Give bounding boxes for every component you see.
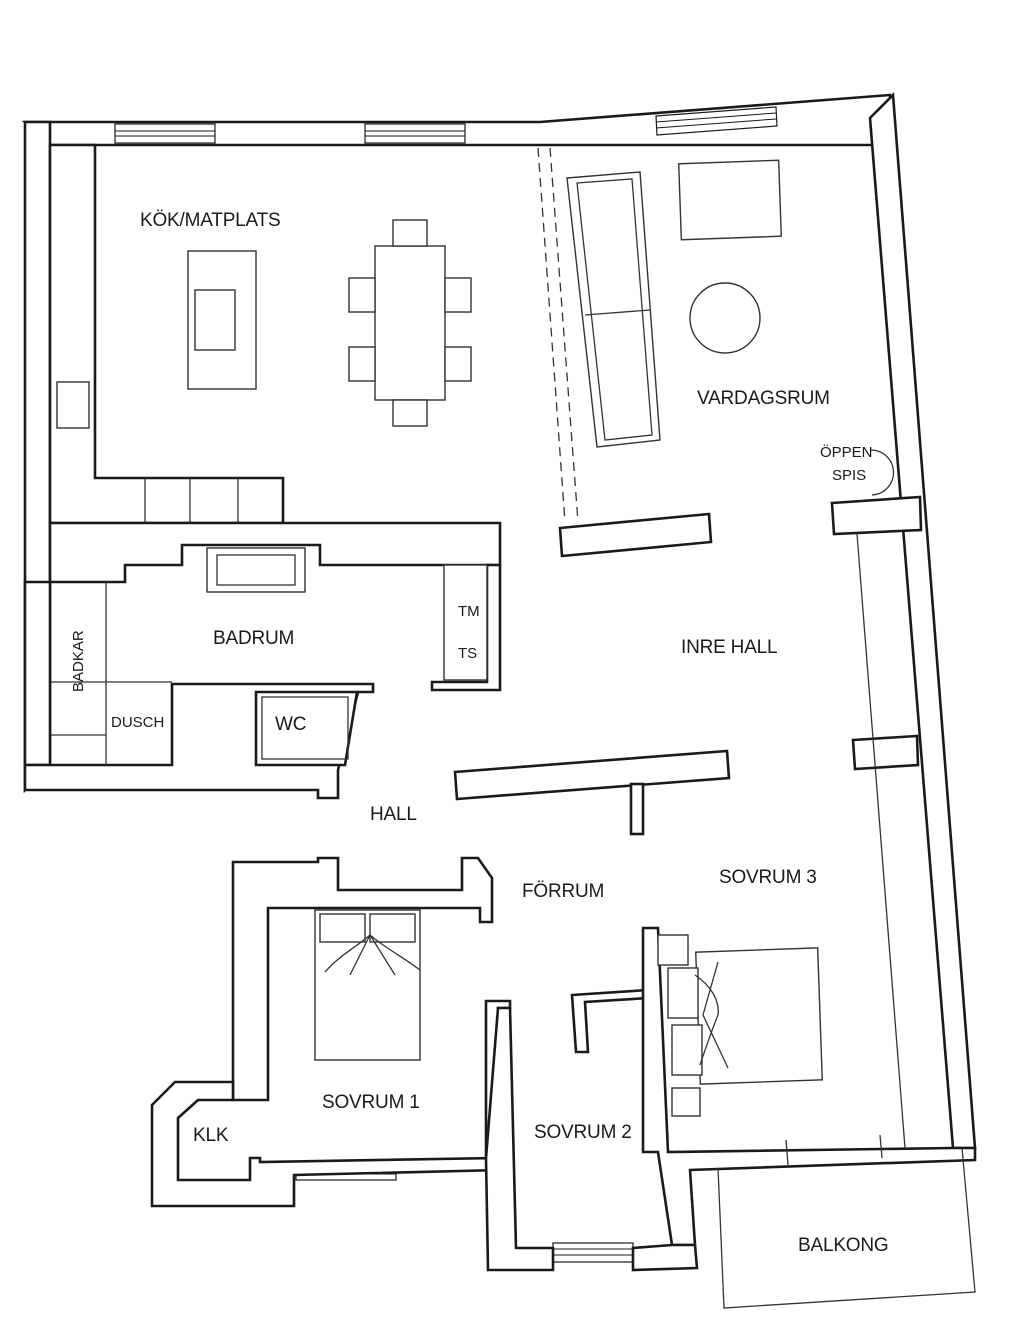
living-room-area: VARDAGSRUM ÖPPEN SPIS — [537, 147, 895, 523]
pillow — [671, 1024, 703, 1076]
chair — [392, 219, 428, 247]
room-label-hall: HALL — [370, 804, 417, 825]
balcony: BALKONG — [717, 1134, 976, 1309]
nightstand — [657, 934, 689, 966]
room-label-sovrum3: SOVRUM 3 — [719, 867, 817, 888]
dining-table — [374, 245, 446, 401]
room-label-sovrum2: SOVRUM 2 — [534, 1122, 632, 1143]
bedroom3-furniture: SOVRUM 3 — [657, 867, 823, 1117]
hall-walls — [453, 495, 977, 1247]
coffee-table — [677, 159, 783, 241]
label-tm: TM — [458, 603, 480, 620]
label-ts: TS — [458, 645, 477, 662]
room-label-wc: WC — [275, 714, 306, 735]
laundry-cabinet — [443, 564, 488, 681]
kitchen-area: KÖK/MATPLATS — [48, 143, 472, 525]
pillow — [667, 967, 699, 1019]
room-label-klk: KLK — [193, 1125, 229, 1146]
room-label-vardagsrum: VARDAGSRUM — [697, 388, 830, 409]
window-living — [655, 106, 778, 136]
room-label-kok: KÖK/MATPLATS — [140, 210, 280, 231]
window-kitchen-1 — [114, 123, 216, 144]
chair — [348, 346, 376, 382]
window-sovrum2 — [552, 1242, 634, 1263]
chair — [444, 346, 472, 382]
room-label-balkong: BALKONG — [798, 1235, 888, 1256]
wall-stub-living — [558, 512, 713, 558]
room-label-badrum: BADRUM — [213, 628, 294, 649]
window-kitchen-2 — [364, 123, 466, 144]
chair — [444, 277, 472, 313]
label-dusch: DUSCH — [111, 714, 164, 731]
bathroom-area: BADRUM BADKAR DUSCH WC TM TS — [23, 521, 502, 800]
nightstand — [671, 1087, 701, 1117]
chair — [392, 399, 428, 427]
label-oppen: ÖPPEN — [820, 443, 873, 461]
room-label-sovrum1: SOVRUM 1 — [322, 1092, 420, 1113]
sink — [56, 381, 90, 429]
pillow — [319, 913, 366, 943]
chair — [348, 277, 376, 313]
fireplace — [869, 449, 895, 496]
cooktop — [194, 289, 236, 351]
room-label-inre-hall: INRE HALL — [681, 637, 777, 658]
room-label-forrum: FÖRRUM — [522, 881, 604, 902]
sofa — [566, 171, 661, 448]
bed-sovrum3 — [695, 947, 823, 1085]
label-badkar: BADKAR — [70, 630, 87, 692]
pillow — [369, 913, 416, 943]
round-table — [689, 282, 761, 354]
label-spis: SPIS — [832, 467, 866, 484]
bedroom1-walls: SOVRUM 1 KLK — [150, 856, 699, 1272]
